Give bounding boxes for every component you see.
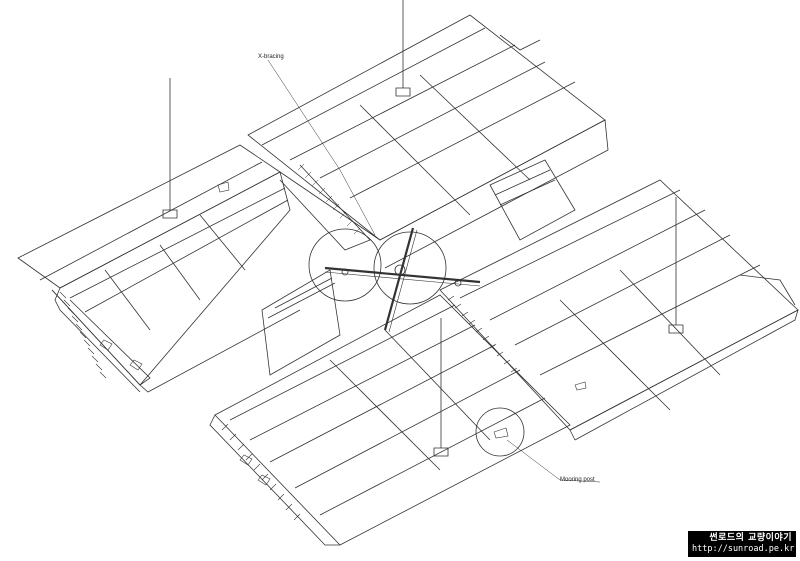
watermark-url: http://sunroad.pe.kr xyxy=(692,544,795,554)
mooring-detail-circle xyxy=(475,407,525,457)
mooring-post-label: Mooring post xyxy=(560,477,595,483)
x-bracing xyxy=(324,227,481,333)
watermark-title: 썬로드의 교량이야기 xyxy=(709,533,792,543)
watermark: 썬로드의 교량이야기 http://sunroad.pe.kr xyxy=(688,531,796,557)
x-bracing-label: X-bracing xyxy=(258,54,284,60)
pontoon-top-left xyxy=(17,144,301,393)
pontoon-bottom-right xyxy=(439,179,799,441)
pontoon-top-right xyxy=(247,14,609,269)
mooring-posts xyxy=(162,0,684,457)
bracing-detail-circle-right xyxy=(373,231,447,305)
connecting-frames xyxy=(261,159,576,376)
bracing-detail-circle-left xyxy=(308,228,382,302)
callout-leaders xyxy=(267,59,601,483)
pontoon-bottom-left xyxy=(209,294,571,546)
